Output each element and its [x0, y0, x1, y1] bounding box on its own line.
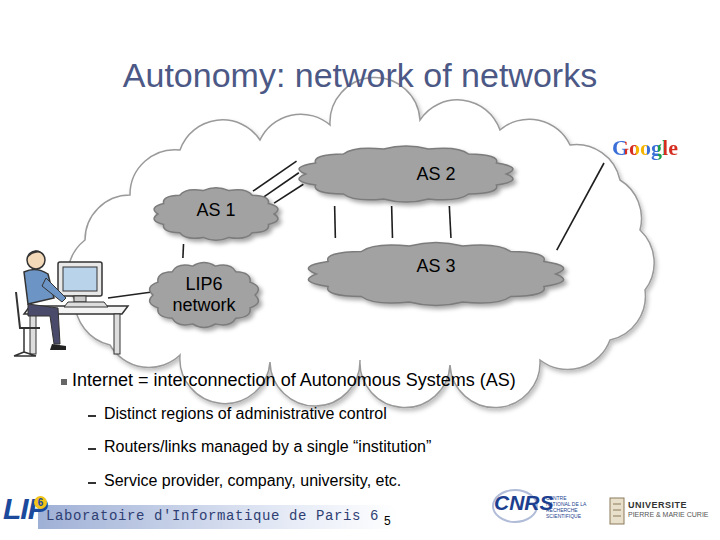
network-link [449, 206, 451, 238]
slide-title: Autonomy: network of networks [0, 56, 720, 95]
cloud-outline [68, 77, 654, 407]
bullet-square [61, 379, 67, 385]
node-label: AS 3 [416, 256, 455, 277]
university-name: PIERRE & MARIE CURIE [628, 511, 709, 518]
sub-bullet-dash [88, 482, 96, 484]
network-link [557, 163, 604, 250]
google-logo: Google [604, 133, 686, 163]
page-number: 5 [384, 514, 391, 528]
cloud-outline [308, 242, 563, 305]
access-link [108, 292, 152, 298]
network-link [264, 173, 299, 197]
as-cloud: AS 1 [150, 184, 282, 244]
node-label: AS 2 [416, 164, 455, 185]
footer-lab-name: Laboratoire d'Informatique de Paris 6 [46, 508, 379, 524]
sub-bullet-text: Distinct regions of administrative contr… [104, 405, 387, 423]
sub-bullet-dash [88, 415, 96, 417]
node-label: LIP6 network [159, 274, 249, 315]
sub-bullet-dash [88, 448, 96, 450]
bullet-text: Internet = interconnection of Autonomous… [72, 370, 516, 391]
university-name: UNIVERSITE [628, 500, 687, 510]
as-cloud: AS 2 [292, 142, 520, 206]
cloud-shape [292, 142, 520, 206]
sub-bullet-text: Routers/links managed by a single “insti… [104, 438, 431, 456]
logo-text: Google [612, 135, 678, 160]
node-texts: AS 1 [150, 184, 282, 244]
lip6-cloud: LIP6 network [146, 258, 262, 332]
cloud-outline [150, 263, 259, 328]
upmc-emblem [608, 496, 626, 526]
network-link [182, 244, 184, 258]
lip-logo-digit: 6 [34, 496, 47, 509]
cloud-outline [154, 188, 278, 241]
network-link [391, 206, 393, 238]
node-texts: LIP6 network [146, 258, 262, 332]
network-link [334, 206, 336, 238]
cnrs-subtitle: CENTRE NATIONAL DE LA RECHERCHE SCIENTIF… [546, 495, 592, 519]
node-texts: AS 3 [300, 238, 572, 310]
cloud-outline [299, 146, 513, 202]
cnrs-logo: CNRS [494, 491, 554, 515]
network-link [253, 161, 297, 191]
node-label: AS 1 [196, 200, 235, 221]
node-texts: Google [604, 133, 686, 163]
node-texts: AS 2 [292, 142, 520, 206]
sub-bullet-text: Service provider, company, university, e… [104, 472, 401, 490]
as-cloud: AS 3 [300, 238, 572, 310]
user-computer-clipart [10, 232, 135, 367]
network-link [274, 184, 303, 203]
